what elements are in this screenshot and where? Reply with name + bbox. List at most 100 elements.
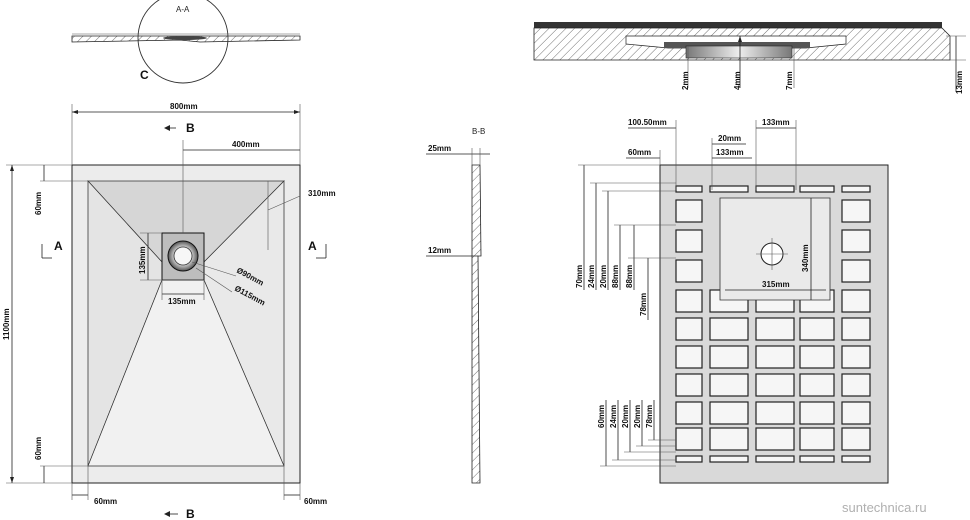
grid-cell — [755, 317, 795, 341]
drain-inner-circle — [173, 246, 193, 266]
left-bottom-24-label: 24mm — [609, 405, 618, 428]
grid-cell — [841, 259, 871, 283]
left-top-70-label: 70mm — [575, 265, 584, 288]
detail-7mm-label: 7mm — [785, 71, 794, 90]
offset-400-label: 400mm — [232, 140, 260, 149]
grid-cell — [841, 289, 871, 313]
width-800-label: 800mm — [170, 102, 198, 111]
left-top-78-label: 78mm — [639, 293, 648, 316]
top-view-dimensions — [6, 104, 327, 517]
drain-box-width-label: 135mm — [168, 297, 196, 306]
detail-2mm-label: 2mm — [681, 71, 690, 90]
grid-cell — [675, 289, 703, 313]
grid-cell — [709, 317, 749, 341]
grid-cell — [755, 345, 795, 369]
detail-13mm-label: 13mm — [955, 71, 964, 94]
grid-cell — [755, 401, 795, 425]
left-bottom-20a-label: 20mm — [621, 405, 630, 428]
grid-cell — [709, 427, 749, 451]
grid-cell — [841, 229, 871, 253]
grid-cell — [675, 317, 703, 341]
grid-cell — [675, 401, 703, 425]
bottom-top-e-label: 60mm — [628, 148, 651, 157]
grid-cell — [755, 185, 795, 193]
grid-cell — [709, 345, 749, 369]
bottom-grid-cells — [675, 185, 871, 463]
bottom-left-60-label: 60mm — [94, 497, 117, 506]
grid-cell — [755, 455, 795, 463]
grid-cell — [675, 259, 703, 283]
section-b-top-label: B — [186, 121, 195, 135]
section-arrow-a-right — [316, 244, 327, 259]
grid-cell — [841, 427, 871, 451]
left-top-20-label: 20mm — [599, 265, 608, 288]
detail-c-label: C — [140, 68, 149, 82]
left-bottom-78-label: 78mm — [645, 405, 654, 428]
grid-cell — [841, 373, 871, 397]
grid-cell — [709, 373, 749, 397]
section-arrow-b-top — [164, 125, 176, 131]
section-bb-profile — [426, 148, 490, 484]
grid-cell — [841, 401, 871, 425]
mid-12-label: 12mm — [428, 246, 451, 255]
left-bottom-20b-label: 20mm — [633, 405, 642, 428]
detail-c-section — [533, 22, 966, 92]
grid-cell — [709, 185, 749, 193]
grid-cell — [675, 373, 703, 397]
left-top-88a-label: 88mm — [611, 265, 620, 288]
grid-cell — [675, 199, 703, 223]
bottom-center-plate — [719, 197, 831, 301]
bottom-view-dimensions — [578, 120, 797, 467]
grid-cell — [841, 455, 871, 463]
side-310-label: 310mm — [308, 189, 336, 198]
left-top-24-label: 24mm — [587, 265, 596, 288]
section-a-left-label: A — [54, 239, 63, 253]
detail-4mm-label: 4mm — [733, 71, 742, 90]
left-bottom-60-label: 60mm — [597, 405, 606, 428]
grid-cell — [799, 345, 835, 369]
section-arrow-b-bottom — [164, 511, 178, 517]
grid-cell — [675, 427, 703, 451]
section-bb-title: B-B — [472, 127, 485, 136]
bottom-right-60-label: 60mm — [304, 497, 327, 506]
center-315-label: 315mm — [762, 280, 790, 289]
drain-box-height-label: 135mm — [138, 246, 147, 274]
detail-c-circle — [137, 0, 229, 84]
bottom-top-d-label: 133mm — [716, 148, 744, 157]
grid-cell — [799, 427, 835, 451]
section-b-bottom-label: B — [186, 507, 195, 520]
grid-cell — [799, 317, 835, 341]
section-a-right-label: A — [308, 239, 317, 253]
left-top-88b-label: 88mm — [625, 265, 634, 288]
grid-cell — [799, 373, 835, 397]
section-aa-label: A-A — [176, 5, 190, 14]
grid-cell — [709, 401, 749, 425]
grid-cell — [709, 455, 749, 463]
edge-bottom-60-label: 60mm — [34, 437, 43, 460]
grid-cell — [755, 427, 795, 451]
grid-cell — [841, 345, 871, 369]
edge-top-60-label: 60mm — [34, 192, 43, 215]
grid-cell — [799, 185, 835, 193]
bottom-top-c-label: 20mm — [718, 134, 741, 143]
grid-cell — [675, 229, 703, 253]
thickness-25-label: 25mm — [428, 144, 451, 153]
watermark: suntechnica.ru — [842, 500, 927, 515]
grid-cell — [675, 185, 703, 193]
bottom-top-a-label: 100.50mm — [628, 118, 667, 127]
grid-cell — [841, 185, 871, 193]
grid-cell — [675, 455, 703, 463]
section-aa-profile — [71, 33, 301, 43]
section-arrow-a-left — [41, 244, 52, 259]
bottom-top-b-label: 133mm — [762, 118, 790, 127]
grid-cell — [799, 455, 835, 463]
grid-cell — [841, 199, 871, 223]
grid-cell — [841, 317, 871, 341]
grid-cell — [799, 401, 835, 425]
tray-top-view — [71, 164, 301, 484]
center-340-label: 340mm — [801, 244, 810, 272]
grid-cell — [675, 345, 703, 369]
height-1100-label: 1100mm — [2, 308, 11, 340]
grid-cell — [755, 373, 795, 397]
